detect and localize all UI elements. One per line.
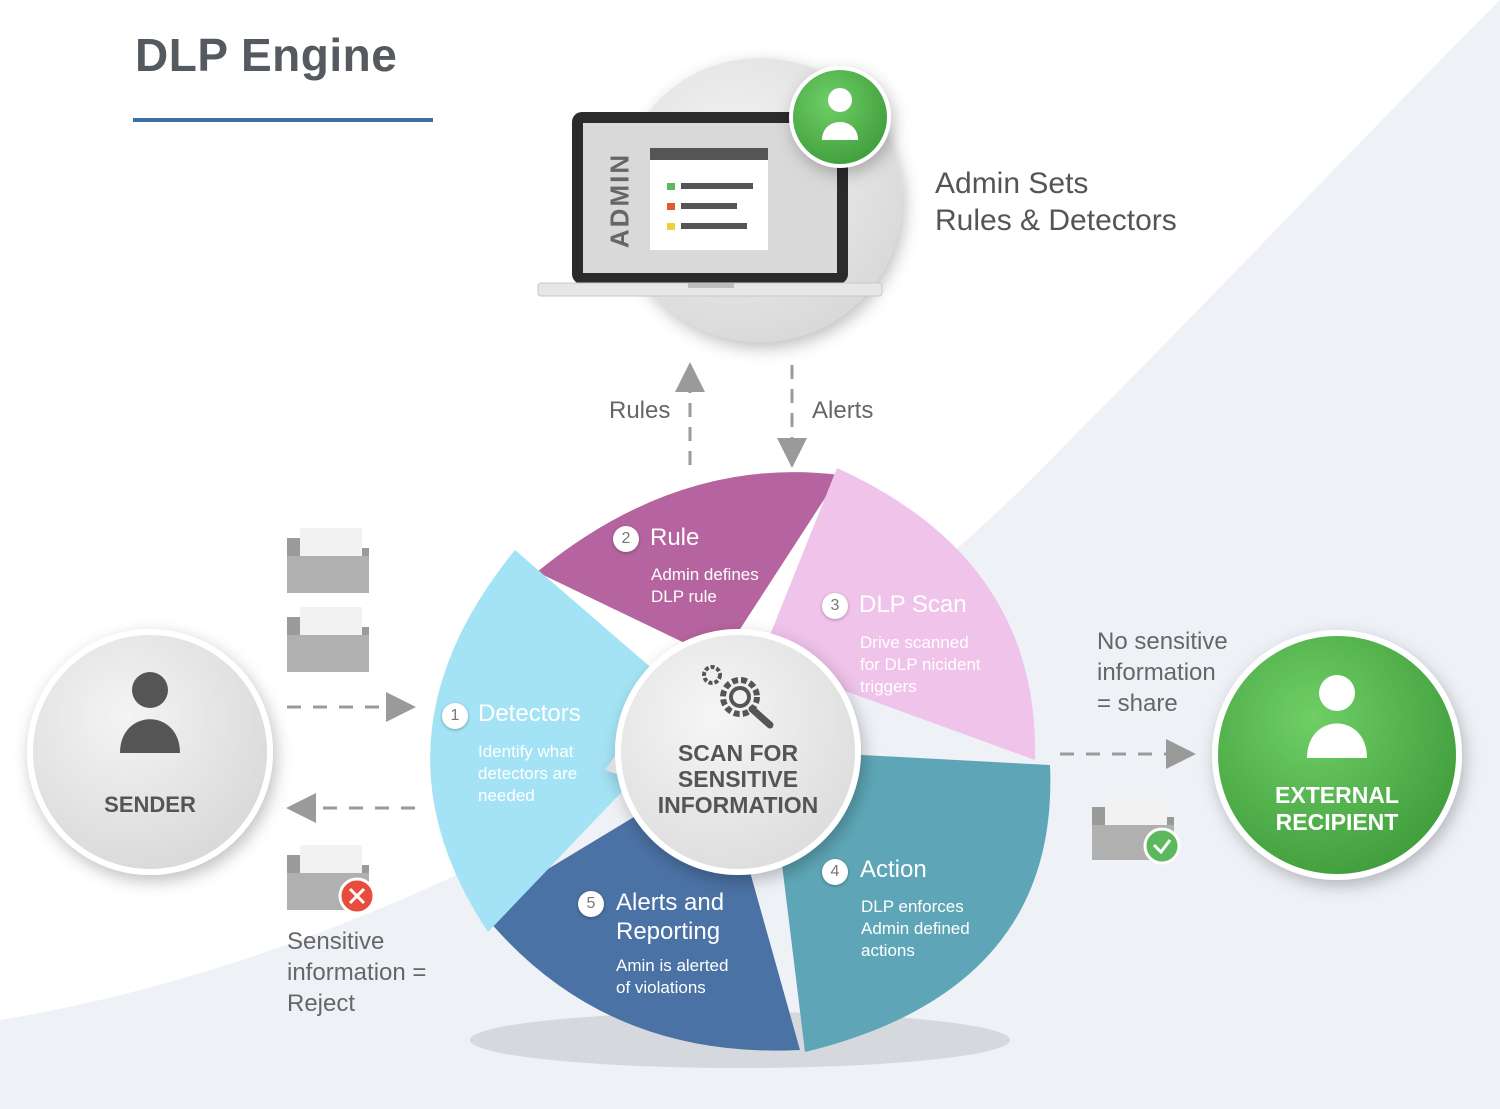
segment-action-title: Action [860, 856, 927, 883]
segment-alerts-text-line1: Amin is alerted [616, 956, 729, 975]
segment-action [768, 750, 1051, 1052]
center-scan-label: SCAN FOR SENSITIVE INFORMATION [638, 740, 838, 818]
reject-note-line1: Sensitive [287, 928, 385, 955]
segment-alerts-text: Amin is alerted of violations [616, 955, 728, 999]
reject-x-icon [338, 877, 376, 915]
check-icon [1143, 827, 1181, 865]
title-underline [133, 118, 433, 122]
reject-note: Sensitive information = Reject [287, 926, 426, 1019]
segment-detectors-text: Identify what detectors are needed [478, 741, 577, 807]
segment-alerts-title: Alerts and Reporting [616, 888, 724, 946]
folder-icon [287, 528, 369, 593]
share-note-line1: No sensitive [1097, 628, 1228, 655]
page-title: DLP Engine [135, 29, 398, 81]
segment-detectors-title: Detectors [478, 700, 581, 727]
segment-alerts-text-line2: of violations [616, 978, 706, 997]
segment-detectors [430, 550, 700, 932]
segment-alerts-title-line2: Reporting [616, 918, 721, 945]
segment-number-4: 4 [822, 859, 848, 885]
reject-note-line3: Reject [287, 990, 356, 1017]
admin-caption-line1: Admin Sets [935, 167, 1089, 200]
share-note-line3: = share [1097, 690, 1178, 717]
center-scan-line2: SENSITIVE [677, 766, 799, 792]
segment-dlp-scan-text-line2: for DLP nicident [860, 655, 981, 674]
segment-detectors-text-line2: detectors are [478, 764, 578, 783]
segment-action-text-line2: Admin defined [861, 919, 970, 938]
segment-dlp-scan-text: Drive scanned for DLP nicident triggers [860, 632, 981, 698]
share-note: No sensitive information = share [1097, 626, 1228, 719]
reject-note-line2: information = [287, 959, 427, 986]
segment-rule-text: Admin defines DLP rule [651, 564, 759, 608]
rules-label: Rules [609, 397, 671, 424]
center-scan-line3: INFORMATION [657, 792, 819, 818]
segment-number-3: 3 [822, 593, 848, 619]
folder-icon [287, 607, 369, 672]
admin-caption-line2: Rules & Detectors [935, 204, 1177, 237]
segment-detectors-text-line1: Identify what [478, 742, 574, 761]
segment-dlp-scan-title: DLP Scan [859, 591, 967, 618]
segment-dlp-scan-text-line3: triggers [860, 677, 917, 696]
segment-detectors-text-line3: needed [478, 786, 535, 805]
segment-action-text-line3: actions [861, 941, 915, 960]
gear-search-icon [702, 665, 774, 729]
alerts-label: Alerts [812, 397, 874, 424]
segment-number-5: 5 [578, 891, 604, 917]
segment-dlp-scan [760, 468, 1036, 760]
segment-action-text-line1: DLP enforces [861, 897, 964, 916]
laptop-icon [537, 112, 883, 297]
admin-screen-label: ADMIN [604, 152, 635, 249]
segment-rule-title: Rule [650, 524, 700, 551]
recipient-label-line2: RECIPIENT [1275, 809, 1399, 835]
admin-user-icon [789, 66, 891, 168]
recipient-label: EXTERNAL RECIPIENT [1237, 782, 1437, 836]
center-scan-line1: SCAN FOR [677, 740, 799, 766]
segment-rule-text-line2: DLP rule [651, 587, 717, 606]
segment-rule [537, 472, 840, 660]
segment-action-text: DLP enforces Admin defined actions [861, 896, 970, 962]
segment-number-2: 2 [613, 526, 639, 552]
center-scan-circle [605, 629, 861, 875]
segment-rule-text-line1: Admin defines [651, 565, 759, 584]
share-note-line2: information [1097, 659, 1216, 686]
segment-alerts-title-line1: Alerts and [616, 889, 725, 916]
recipient-user-icon [1307, 675, 1367, 758]
recipient-label-line1: EXTERNAL [1275, 782, 1399, 808]
segment-dlp-scan-text-line1: Drive scanned [860, 633, 969, 652]
admin-caption: Admin Sets Rules & Detectors [935, 165, 1177, 239]
sender-label: SENDER [104, 792, 196, 817]
segment-number-1: 1 [442, 703, 468, 729]
sender-user-icon [120, 672, 180, 753]
